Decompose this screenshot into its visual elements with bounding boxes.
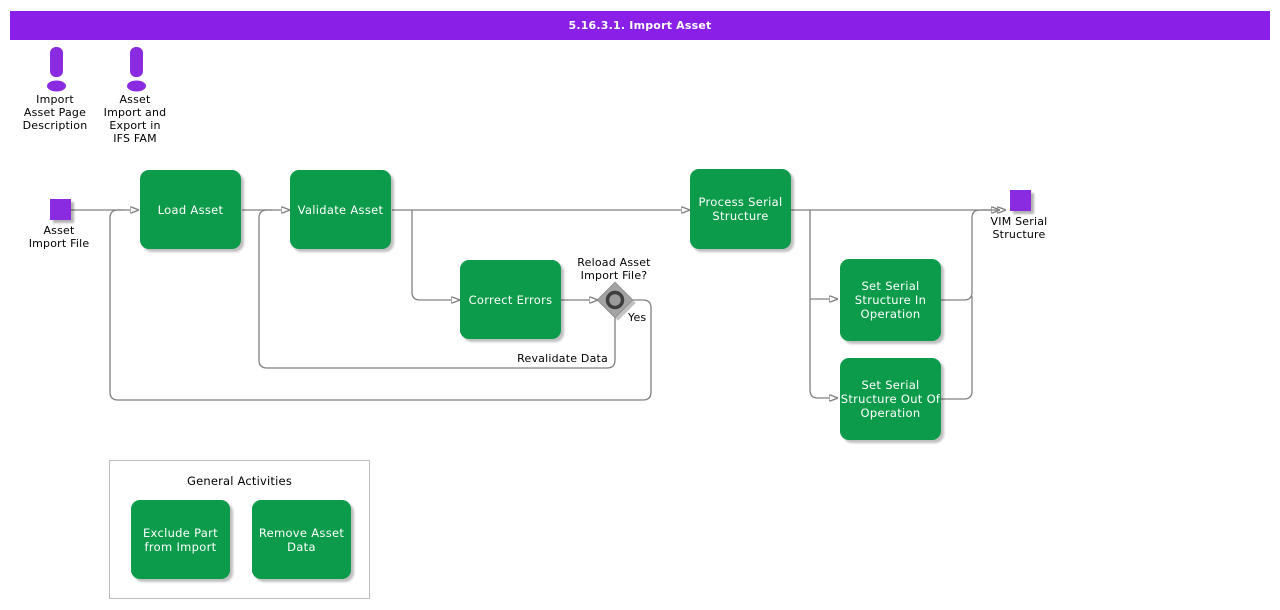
task-label: Correct Errors	[468, 292, 553, 307]
annotation-import-asset-page-description[interactable]	[45, 47, 67, 93]
task-set-serial-structure-in-operation[interactable]: Set Serial Structure In Operation	[840, 259, 941, 341]
start-event-asset-import-file[interactable]	[50, 199, 71, 220]
task-validate-asset[interactable]: Validate Asset	[290, 170, 391, 249]
task-set-serial-structure-out-of-operation[interactable]: Set Serial Structure Out Of Operation	[840, 358, 941, 440]
edge-branch-to-set-out	[809, 210, 829, 398]
annotation-label: Import Asset Page Description	[22, 93, 88, 132]
edge-set-out-merge	[941, 296, 973, 400]
gateway-yes-label: Yes	[628, 311, 647, 324]
task-label: Set Serial Structure Out Of Operation	[840, 378, 941, 420]
exclamation-icon	[127, 47, 146, 92]
page-title: 5.16.3.1. Import Asset	[568, 19, 712, 32]
task-label: Exclude Part from Import	[142, 525, 218, 554]
task-label: Remove Asset Data	[258, 525, 345, 554]
task-label: Set Serial Structure In Operation	[854, 279, 927, 321]
gateway-circle-icon	[605, 290, 625, 310]
end-event-label: VIM Serial Structure	[990, 215, 1048, 241]
annotation-label: Asset Import and Export in IFS FAM	[103, 93, 167, 145]
exclamation-icon	[47, 47, 66, 92]
task-label: Load Asset	[157, 202, 224, 217]
edge-validate-to-correct	[411, 210, 451, 300]
start-event-label: Asset Import File	[28, 224, 90, 250]
general-activities-title: General Activities	[186, 474, 293, 488]
revalidate-data-label: Revalidate Data	[517, 352, 608, 365]
gateway-question-label: Reload Asset Import File?	[577, 256, 651, 282]
annotation-asset-import-export-ifs-fam[interactable]	[125, 47, 147, 93]
task-process-serial-structure[interactable]: Process Serial Structure	[690, 169, 791, 249]
end-event-vim-serial-structure[interactable]	[1010, 190, 1031, 211]
diagram-title-bar: 5.16.3.1. Import Asset	[10, 11, 1270, 40]
task-exclude-part-from-import[interactable]: Exclude Part from Import	[131, 500, 230, 579]
task-load-asset[interactable]: Load Asset	[140, 170, 241, 249]
task-label: Validate Asset	[297, 202, 384, 217]
task-label: Process Serial Structure	[698, 195, 783, 223]
task-remove-asset-data[interactable]: Remove Asset Data	[252, 500, 351, 579]
task-correct-errors[interactable]: Correct Errors	[460, 260, 561, 339]
